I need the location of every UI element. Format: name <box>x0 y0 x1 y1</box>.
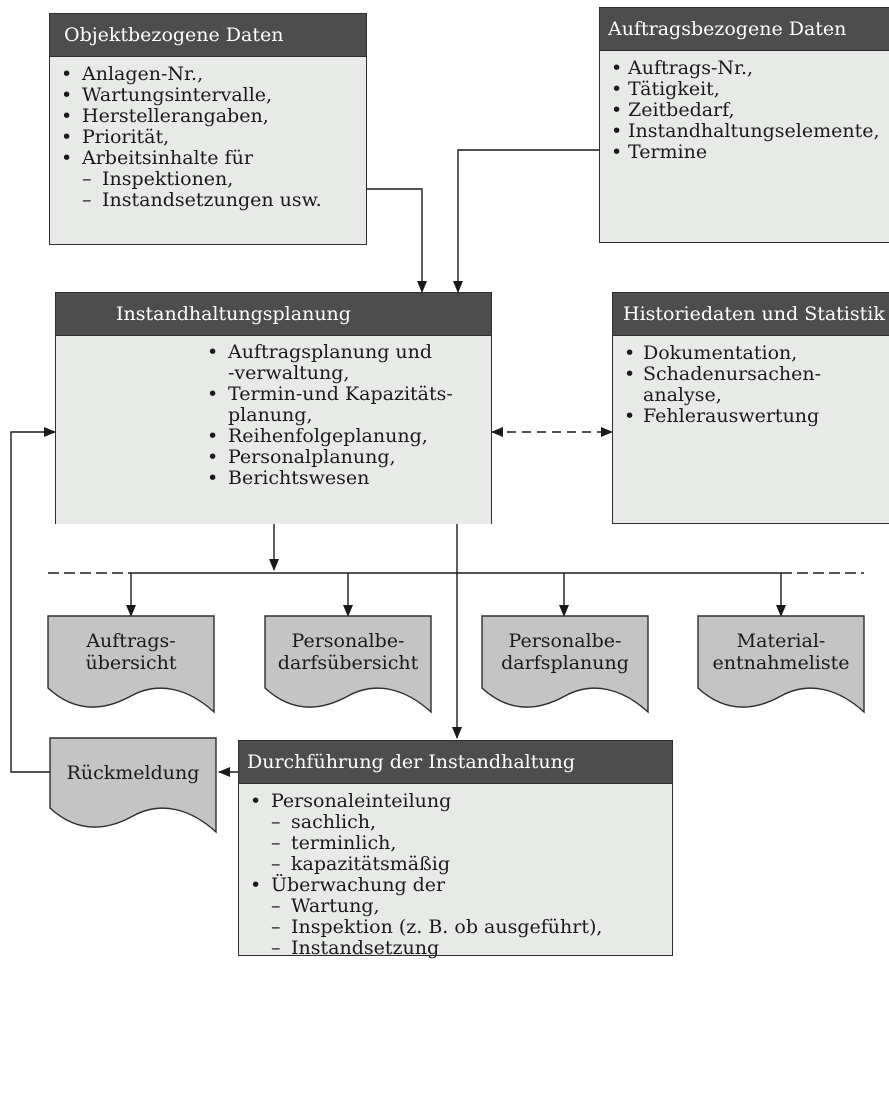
list-item: Dokumentation, <box>613 343 889 365</box>
planung-box: Instandhaltungsplanung Auftragsplanung u… <box>55 292 492 524</box>
objekt-box-title: Objektbezogene Daten <box>50 14 366 57</box>
list-item: Personaleinteilung –sachlich, –terminlic… <box>239 791 672 875</box>
list-item: Personalplanung, <box>196 447 491 469</box>
document-auftragsuebersicht: Auftrags- übersicht <box>85 630 177 674</box>
auftrag-list: Auftrags-Nr., Tätigkeit, Zeitbedarf, Ins… <box>600 58 889 164</box>
list-item: Herstellerangaben, <box>50 106 366 128</box>
historie-box: Historiedaten und Statistik Dokumentatio… <box>612 292 889 524</box>
list-item: Tätigkeit, <box>600 79 889 101</box>
document-shape-3 <box>481 615 649 714</box>
list-item: Auftrags-Nr., <box>600 58 889 80</box>
list-item: Instandhaltungselemente, <box>600 121 889 143</box>
list-item: Priorität, <box>50 127 366 149</box>
list-item: Schadenursachen-analyse, <box>613 364 889 406</box>
objekt-box: Objektbezogene Daten Anlagen-Nr., Wartun… <box>49 13 367 245</box>
list-item: Arbeitsinhalte für –Inspektionen, –Insta… <box>50 148 366 211</box>
sub-item: –Instandsetzungen usw. <box>82 189 322 211</box>
sub-item: –Instandsetzung <box>271 937 440 959</box>
sub-item: –Wartung, <box>271 895 380 917</box>
document-shape-2 <box>264 615 432 714</box>
arrow-feedback-loop <box>10 427 56 773</box>
list-item: Auftragsplanung und-verwaltung, <box>196 342 491 384</box>
list-item: Reihenfolgeplanung, <box>196 426 491 448</box>
list-item: Zeitbedarf, <box>600 100 889 122</box>
objekt-list: Anlagen-Nr., Wartungsintervalle, Herstel… <box>50 64 366 211</box>
auftrag-box: Auftragsbezogene Daten Auftrags-Nr., Tät… <box>599 7 889 243</box>
document-rueckmeldung: Rückmeldung <box>66 762 200 784</box>
sub-item: –Inspektion (z. B. ob ausgeführt), <box>271 916 603 938</box>
sub-item: –kapazitätsmäßig <box>271 853 451 875</box>
list-item: Wartungsintervalle, <box>50 85 366 107</box>
list-item: Termin-und Kapazitäts-planung, <box>196 384 491 426</box>
list-item: Fehlerauswertung <box>613 406 889 428</box>
list-item: Anlagen-Nr., <box>50 64 366 86</box>
list-item: Berichtswesen <box>196 468 491 490</box>
arrow-auftrag-to-planung <box>453 149 599 293</box>
durchfuehrung-box-title: Durchführung der Instandhaltung <box>239 741 672 784</box>
document-materialentnahmeliste: Material- entnahmeliste <box>712 630 850 674</box>
durchfuehrung-list: Personaleinteilung –sachlich, –terminlic… <box>239 791 672 959</box>
document-shape-1 <box>47 615 215 714</box>
sub-item: –Inspektionen, <box>82 168 234 190</box>
sub-item: –sachlich, <box>271 811 377 833</box>
document-shape-rueckmeldung <box>49 737 217 834</box>
document-personalbedarfsplanung: Personalbe- darfsplanung <box>501 630 629 674</box>
historie-list: Dokumentation, Schadenursachen-analyse, … <box>613 343 889 428</box>
list-item: Termine <box>600 142 889 164</box>
durchfuehrung-box: Durchführung der Instandhaltung Personal… <box>238 740 673 959</box>
planung-list: Auftragsplanung und-verwaltung, Termin-u… <box>196 342 491 490</box>
historie-box-title: Historiedaten und Statistik <box>613 293 889 336</box>
document-personalbedarfsuebersicht: Personalbe- darfsübersicht <box>277 630 419 674</box>
document-shape-4 <box>697 615 865 714</box>
arrow-objekt-to-planung <box>366 188 427 293</box>
sub-item: –terminlich, <box>271 832 397 854</box>
planung-box-title: Instandhaltungsplanung <box>56 293 491 336</box>
list-item: Überwachung der –Wartung, –Inspektion (z… <box>239 875 672 959</box>
auftrag-box-title: Auftragsbezogene Daten <box>600 8 889 51</box>
